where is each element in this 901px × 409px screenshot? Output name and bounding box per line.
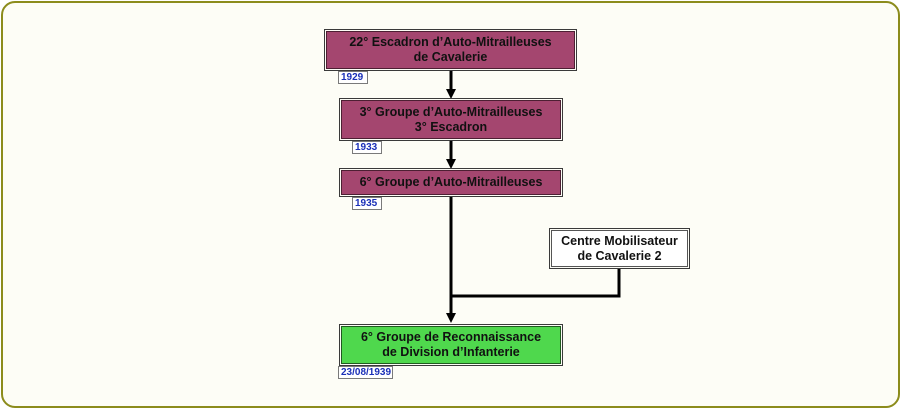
unit-box-centre-mobilisateur[interactable]: Centre Mobilisateur de Cavalerie 2: [549, 228, 690, 269]
connector-n4-n5: [451, 268, 621, 298]
date-badge: 1929: [338, 71, 368, 84]
unit-label: 6° Groupe d’Auto-Mitrailleuses: [359, 175, 543, 189]
unit-box-6e-grdi[interactable]: 6° Groupe de Reconnaissance de Division …: [339, 324, 563, 366]
unit-box-22e-escadron[interactable]: 22° Escadron d’Auto-Mitrailleuses de Cav…: [324, 29, 577, 71]
unit-box-6e-groupe-amc[interactable]: 6° Groupe d’Auto-Mitrailleuses: [339, 168, 563, 197]
unit-label: 22° Escadron d’Auto-Mitrailleuses de Cav…: [349, 35, 552, 64]
date-badge: 1935: [352, 197, 382, 210]
unit-label: 3° Groupe d’Auto-Mitrailleuses 3° Escadr…: [359, 104, 543, 134]
unit-label: 6° Groupe de Reconnaissance de Division …: [360, 330, 542, 359]
unit-label: Centre Mobilisateur de Cavalerie 2: [561, 233, 678, 263]
date-badge: 23/08/1939: [338, 366, 393, 379]
date-badge: 1933: [352, 141, 382, 154]
unit-box-3e-groupe[interactable]: 3° Groupe d’Auto-Mitrailleuses 3° Escadr…: [339, 98, 563, 141]
